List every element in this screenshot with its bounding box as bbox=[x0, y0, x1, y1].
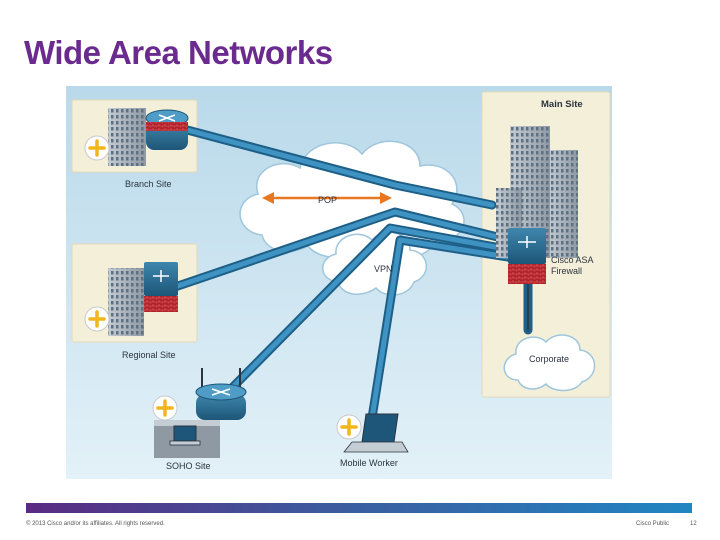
mobile-worker-label: Mobile Worker bbox=[340, 458, 398, 468]
mobile-plus-badge-icon bbox=[336, 414, 362, 440]
corporate-cloud-icon bbox=[503, 334, 596, 392]
pop-label: POP bbox=[318, 195, 337, 205]
copyright-text: © 2013 Cisco and/or its affiliates. All … bbox=[26, 521, 165, 527]
regional-site-label: Regional Site bbox=[122, 350, 176, 360]
firewall-label-line2: Firewall bbox=[551, 266, 582, 276]
branch-router-icon bbox=[145, 109, 189, 150]
branch-building-icon bbox=[108, 108, 146, 166]
regional-plus-badge-icon bbox=[84, 306, 110, 332]
soho-plus-badge-icon bbox=[152, 395, 178, 421]
pop-arrow-icon bbox=[262, 192, 392, 204]
soho-laptop-icon bbox=[169, 425, 201, 446]
footer-bar bbox=[26, 503, 692, 513]
regional-building-icon bbox=[108, 268, 144, 336]
soho-router-icon bbox=[195, 368, 247, 420]
main-site-label: Main Site bbox=[541, 99, 583, 110]
firewall-label-line1: Cisco ASA bbox=[551, 255, 594, 265]
soho-site-label: SOHO Site bbox=[166, 461, 211, 471]
mobile-laptop-icon bbox=[343, 413, 409, 453]
vpn-label: VPN bbox=[374, 264, 393, 274]
regional-firewall-icon bbox=[144, 262, 178, 312]
corporate-label: Corporate bbox=[529, 354, 569, 364]
asa-firewall-icon bbox=[508, 228, 546, 284]
classification-text: Cisco Public bbox=[636, 521, 670, 527]
page-number: 12 bbox=[690, 521, 697, 527]
slide-title: Wide Area Networks bbox=[24, 34, 333, 71]
branch-plus-badge-icon bbox=[84, 135, 110, 161]
wan-links bbox=[167, 122, 533, 423]
branch-site-label: Branch Site bbox=[125, 179, 172, 189]
